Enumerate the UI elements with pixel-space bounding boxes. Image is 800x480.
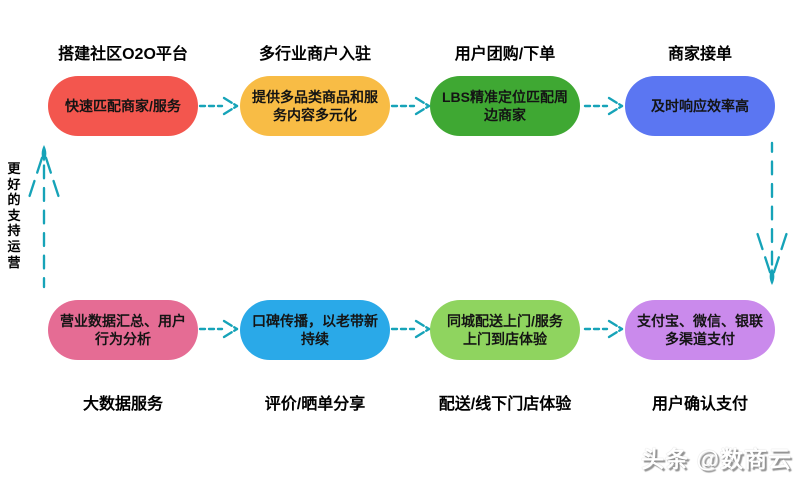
step-label-review-share: 评价/晒单分享 bbox=[264, 396, 366, 413]
step-label-delivery-store: 配送/线下门店体验 bbox=[438, 396, 572, 413]
step-pill-multi-category: 提供多品类商品和服务内容多元化 bbox=[240, 76, 390, 136]
flow-arrow-down-icon bbox=[754, 141, 790, 286]
step-pill-match-merchants: 快速匹配商家/服务 bbox=[48, 76, 198, 136]
flow-arrow-right-icon bbox=[390, 319, 431, 339]
step-pill-delivery-experience: 同城配送上门/服务上门到店体验 bbox=[430, 300, 580, 360]
flow-arrow-right-icon bbox=[198, 319, 239, 339]
feedback-label: 更好的支持运营 bbox=[7, 161, 21, 270]
flow-arrow-right-icon bbox=[198, 96, 239, 116]
flow-arrow-right-icon bbox=[390, 96, 431, 116]
flow-arrow-right-icon bbox=[583, 319, 624, 339]
step-label-user-order: 用户团购/下单 bbox=[454, 46, 556, 63]
step-label-build-platform: 搭建社区O2O平台 bbox=[58, 46, 188, 63]
step-label-big-data: 大数据服务 bbox=[82, 396, 163, 413]
step-pill-fast-response: 及时响应效率高 bbox=[625, 76, 775, 136]
flow-arrow-right-icon bbox=[583, 96, 624, 116]
step-label-confirm-payment: 用户确认支付 bbox=[651, 396, 748, 413]
step-pill-word-of-mouth: 口碑传播，以老带新持续 bbox=[240, 300, 390, 360]
flow-arrow-up-icon bbox=[26, 144, 62, 289]
step-pill-lbs-matching: LBS精准定位匹配周边商家 bbox=[430, 76, 580, 136]
step-label-merchant-onboarding: 多行业商户入驻 bbox=[258, 46, 371, 63]
step-pill-big-data-analysis: 营业数据汇总、用户行为分析 bbox=[48, 300, 198, 360]
step-label-merchant-accept: 商家接单 bbox=[667, 46, 732, 63]
watermark: 头条 @数商云 bbox=[641, 446, 792, 472]
step-pill-multi-channel-pay: 支付宝、微信、银联多渠道支付 bbox=[625, 300, 775, 360]
